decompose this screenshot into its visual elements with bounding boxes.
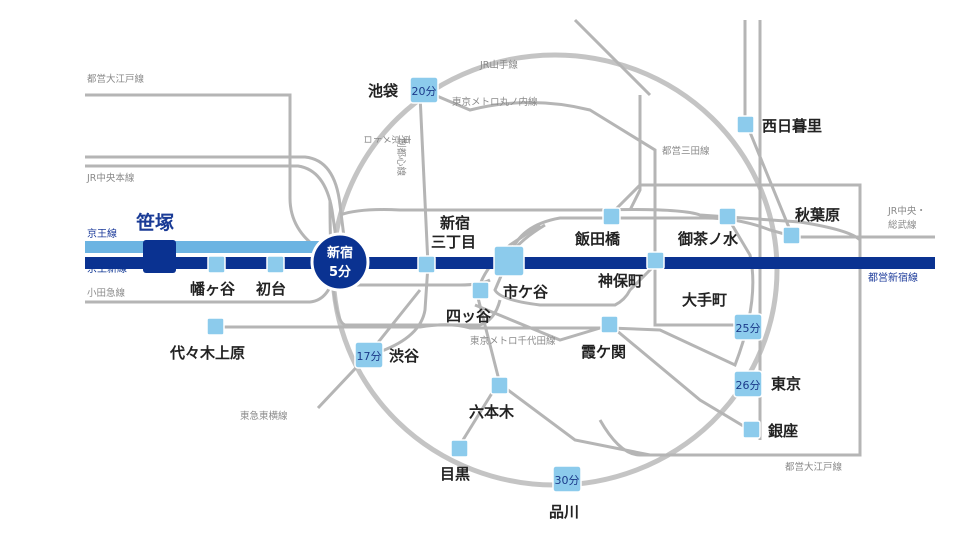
line-label-fukutoshin-1: 東京メトロ bbox=[364, 133, 412, 145]
line-label-mita: 都営三田線 bbox=[662, 145, 710, 157]
station-label-shinjuku-sanchome-2: 三丁目 bbox=[431, 233, 476, 251]
hub-time-shinjuku: 5分 bbox=[329, 264, 351, 280]
station-box-yoyogiuehara bbox=[206, 317, 225, 336]
station-box-jimbocho bbox=[646, 251, 665, 270]
station-label-meguro: 目黒 bbox=[440, 465, 470, 483]
chiyoda-track bbox=[220, 217, 755, 368]
nishinippori-track bbox=[573, 18, 792, 440]
oedo-east-track bbox=[598, 183, 862, 457]
station-label-kasumigaseki: 霞ケ関 bbox=[581, 343, 626, 361]
time-box-ikebukuro bbox=[409, 76, 439, 104]
station-box-hatagaya bbox=[207, 255, 226, 274]
line-label-oedo-top: 都営大江戸線 bbox=[87, 73, 145, 85]
station-box-iidabashi bbox=[602, 207, 621, 226]
line-label-toei-shinjuku: 都営新宿線 bbox=[868, 271, 918, 284]
time-ikebukuro: 20分 bbox=[412, 85, 437, 98]
hub-label-shinjuku: 新宿 bbox=[327, 245, 353, 261]
station-label-sasazuka: 笹塚 bbox=[136, 211, 174, 234]
line-label-jr-chuo-sobu-1: JR中央・ bbox=[887, 205, 926, 217]
line-label-jr-chuo-sobu-2: 総武線 bbox=[888, 219, 917, 231]
time-shinagawa: 30分 bbox=[555, 474, 580, 487]
time-box-shinagawa bbox=[552, 465, 582, 493]
station-box-ochanomizu bbox=[718, 207, 737, 226]
station-label-otemachi: 大手町 bbox=[682, 291, 727, 309]
station-label-shinjuku-sanchome-1: 新宿 bbox=[440, 214, 470, 232]
station-label-ochanomizu: 御茶ノ水 bbox=[677, 230, 739, 248]
station-label-tokyo: 東京 bbox=[771, 375, 801, 393]
line-label-oedo-bottom: 都営大江戸線 bbox=[785, 461, 843, 473]
line-label-odakyu: 小田急線 bbox=[87, 287, 126, 299]
station-label-shinagawa: 品川 bbox=[549, 503, 579, 521]
station-box-roppongi bbox=[490, 376, 509, 395]
station-box-shinjuku-sanchome bbox=[417, 255, 436, 274]
station-label-ginza: 銀座 bbox=[768, 422, 798, 440]
marunouchi-track bbox=[417, 86, 750, 327]
station-label-akihabara: 秋葉原 bbox=[795, 206, 840, 224]
shinjuku-connector-track bbox=[339, 208, 862, 242]
line-label-yamanote: JR山手線 bbox=[479, 59, 518, 71]
time-box-shibuya bbox=[354, 341, 384, 369]
station-box-yotsuya bbox=[471, 281, 490, 300]
line-label-chiyoda: 東京メトロ千代田線 bbox=[470, 335, 556, 347]
ochanomizu-loop-track bbox=[493, 223, 657, 307]
mita-track bbox=[628, 95, 642, 211]
station-box-nishinippori bbox=[736, 115, 755, 134]
station-label-yotsuya: 四ッ谷 bbox=[446, 307, 492, 325]
station-label-ikebukuro: 池袋 bbox=[368, 82, 399, 100]
station-label-shibuya: 渋谷 bbox=[389, 347, 420, 365]
station-box-kasumigaseki bbox=[600, 315, 619, 334]
station-label-iidabashi: 飯田橋 bbox=[574, 230, 621, 248]
station-box-meguro bbox=[450, 439, 469, 458]
time-shibuya: 17分 bbox=[357, 350, 382, 363]
line-label-marunouchi: 東京メトロ丸ノ内線 bbox=[452, 96, 538, 108]
station-hub-shinjuku bbox=[310, 232, 370, 292]
station-box-hatsudai bbox=[266, 255, 285, 274]
jr-chuo-track-2 bbox=[85, 164, 339, 246]
yamanote-ring bbox=[330, 52, 780, 488]
station-label-jimbocho: 神保町 bbox=[598, 272, 643, 290]
keio-line bbox=[85, 241, 350, 253]
time-otemachi: 25分 bbox=[736, 322, 761, 335]
time-boxes: 20分 17分 25分 26分 30分 bbox=[354, 76, 763, 493]
line-label-jr-chuo: JR中央本線 bbox=[86, 172, 135, 184]
station-box-ichigaya bbox=[493, 245, 525, 277]
station-box-akihabara bbox=[782, 226, 801, 245]
hibiya-track bbox=[474, 289, 751, 457]
station-box-sasazuka bbox=[143, 240, 176, 273]
station-label-nishinippori: 西日暮里 bbox=[762, 117, 822, 135]
line-label-fukutoshin-2: 副都心線 bbox=[395, 138, 407, 177]
line-label-toyoko: 東急東横線 bbox=[240, 410, 288, 422]
station-label-hatagaya: 幡ヶ谷 bbox=[190, 280, 236, 298]
line-label-keio: 京王線 bbox=[87, 227, 117, 240]
station-boxes bbox=[206, 115, 801, 458]
station-label-hatsudai: 初台 bbox=[256, 280, 286, 298]
station-box-ginza bbox=[742, 420, 761, 439]
station-label-ichigaya: 市ケ谷 bbox=[503, 283, 549, 301]
namboku-track bbox=[456, 384, 499, 449]
jr-chuo-track bbox=[85, 155, 347, 246]
time-tokyo: 26分 bbox=[736, 379, 761, 392]
time-box-otemachi bbox=[733, 313, 763, 341]
station-label-roppongi: 六本木 bbox=[469, 403, 515, 421]
time-box-tokyo bbox=[733, 370, 763, 398]
line-label-keio-new: 京王新線 bbox=[87, 262, 127, 275]
station-label-yoyogiuehara: 代々木上原 bbox=[169, 344, 245, 362]
